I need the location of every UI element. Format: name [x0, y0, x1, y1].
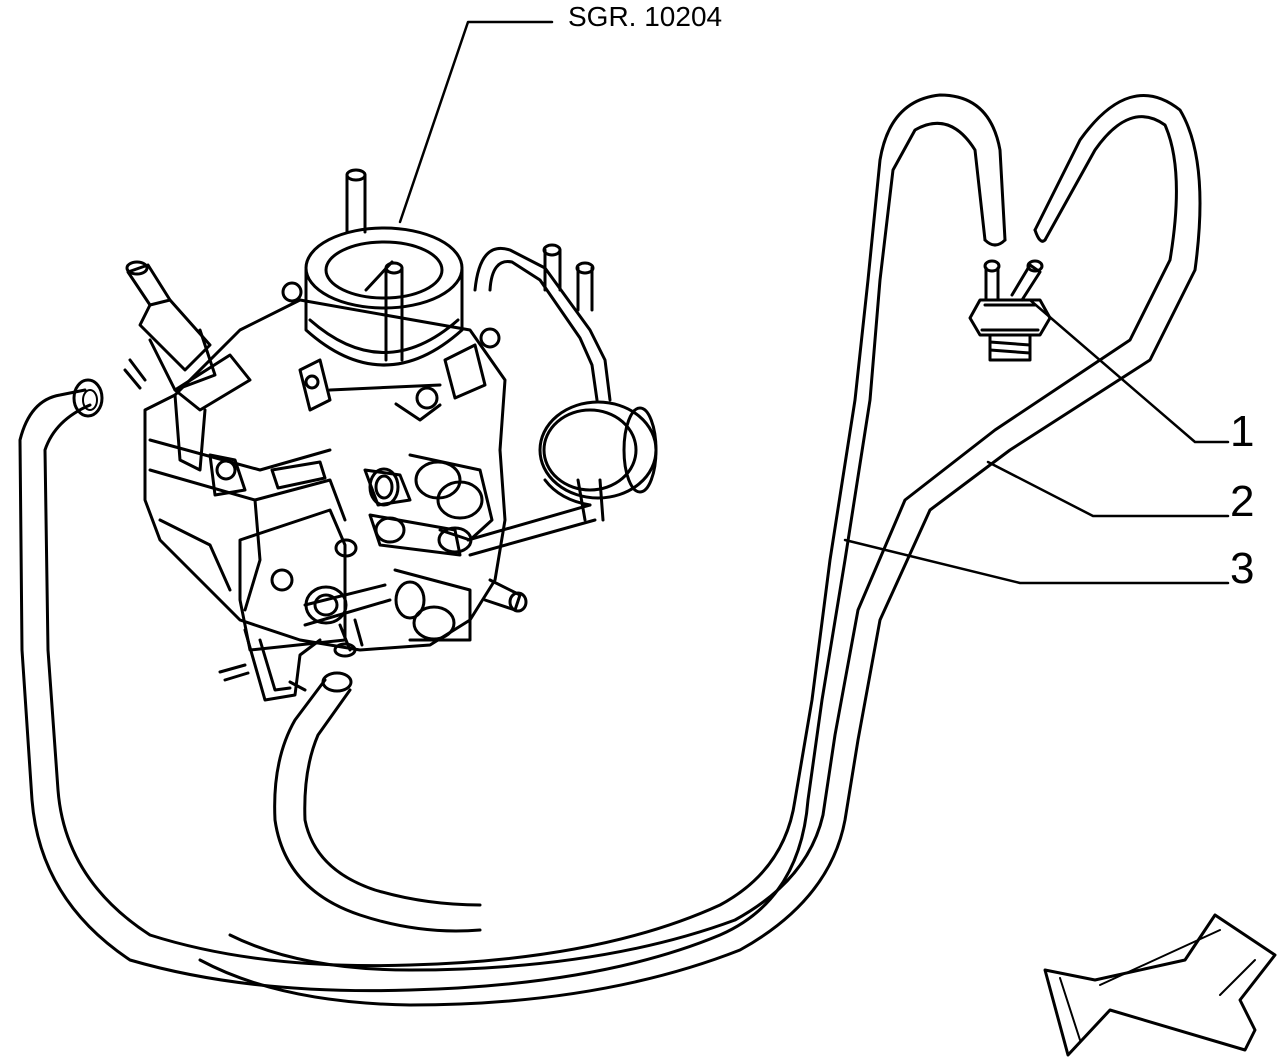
- hose-long: [198, 94, 1202, 1007]
- carburettor: [123, 168, 658, 702]
- callout-3-label: 3: [1230, 544, 1254, 593]
- callout-2-label: 2: [1230, 477, 1254, 526]
- hose-short: [18, 93, 1007, 993]
- orientation-arrow: [1043, 913, 1277, 1057]
- thermo-valve: [968, 259, 1052, 362]
- reference-label: SGR. 10204: [568, 1, 722, 32]
- callout-1-label: 1: [1230, 407, 1254, 456]
- leader-lines: [398, 20, 1230, 585]
